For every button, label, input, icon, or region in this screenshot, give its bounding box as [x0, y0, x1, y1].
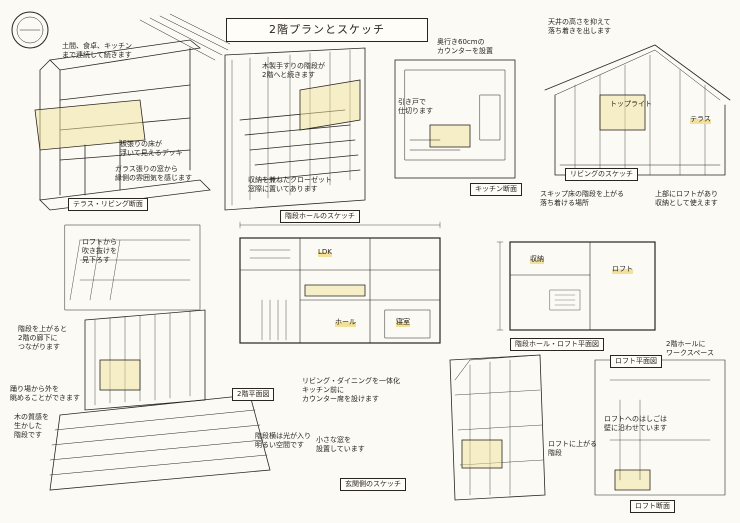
page-title: 2階プランとスケッチ	[226, 18, 428, 42]
caption-6: ロフト平面図	[610, 355, 662, 368]
entrance-sketch	[449, 354, 546, 501]
living-sketch	[544, 44, 731, 176]
note-9: トップライト	[610, 100, 652, 108]
room-hall: ホール	[335, 318, 356, 327]
note-6: 引き戸で 仕切ります	[398, 98, 433, 115]
room-terrace: テラス	[690, 115, 711, 124]
room-loft: ロフト	[612, 265, 633, 274]
caption-7: 玄関側のスケッチ	[340, 478, 406, 491]
caption-4: リビングのスケッチ	[565, 168, 638, 181]
note-10: ロフトへのはしごは 壁に沿わせています	[604, 415, 667, 432]
hall-elevation	[64, 224, 201, 311]
stair-sketch	[49, 309, 271, 491]
note-7: 収納を兼ねたクローゼット 窓際に置いてあります	[248, 176, 332, 193]
note-2: 板張りの床が 浮いて見えるデッキ	[120, 140, 183, 157]
terrace-perspective	[34, 13, 231, 211]
kitchen-section	[394, 59, 516, 179]
note-5: 奥行き60cmの カウンターを設置	[437, 38, 493, 55]
note-8: 天井の高さを抑えて 落ち着きを出します	[548, 18, 611, 35]
caption-5: 2階平面図	[232, 388, 275, 401]
caption-3: キッチン断面	[470, 183, 522, 196]
caption-9: ロフト断面	[630, 500, 675, 513]
note-4: 木製手すりの階段が 2階へと続きます	[262, 62, 325, 79]
room-ldk: LDK	[318, 248, 332, 257]
note-12: 階段を上がると 2階の廊下に つながります	[18, 325, 67, 351]
caption-1: テラス・リビング断面	[68, 198, 148, 211]
caption-8: 階段ホール・ロフト平面図	[510, 338, 604, 351]
room-storage: 収納	[530, 255, 544, 264]
stair-perspective	[224, 47, 366, 211]
room-bedroom: 寝室	[396, 318, 410, 327]
note-11: 上部にロフトがあり 収納として使えます	[655, 190, 718, 207]
note-16: 階段横は光が入り 明るい空間です	[255, 432, 311, 449]
note-21: 小さな窓を 設置しています	[316, 436, 365, 453]
note-15: リビング・ダイニングを一体化 キッチン前に カウンター席を設けます	[302, 377, 400, 403]
note-13: 踊り場から外を 眺めることができます	[10, 385, 80, 402]
logo-mark	[11, 11, 49, 49]
note-17: 2階ホールに ワークスペース	[666, 340, 714, 357]
loft-plan	[496, 241, 656, 331]
loft-section	[594, 359, 726, 496]
note-1: 土間、食卓、キッチン まで連続して続きます	[62, 42, 132, 59]
note-3: ガラス張りの窓から 縁側の雰囲気を感じます	[115, 165, 192, 182]
second-floor-plan	[239, 221, 441, 344]
note-20: スキップ床の階段を上がる 落ち着ける場所	[540, 190, 624, 207]
note-18: ロフトに上がる 階段	[548, 440, 597, 457]
note-19: ロフトから 吹き抜けを 見下ろす	[82, 238, 117, 264]
caption-2: 階段ホールのスケッチ	[280, 210, 360, 223]
note-14: 木の質感を 生かした 階段です	[14, 413, 49, 439]
